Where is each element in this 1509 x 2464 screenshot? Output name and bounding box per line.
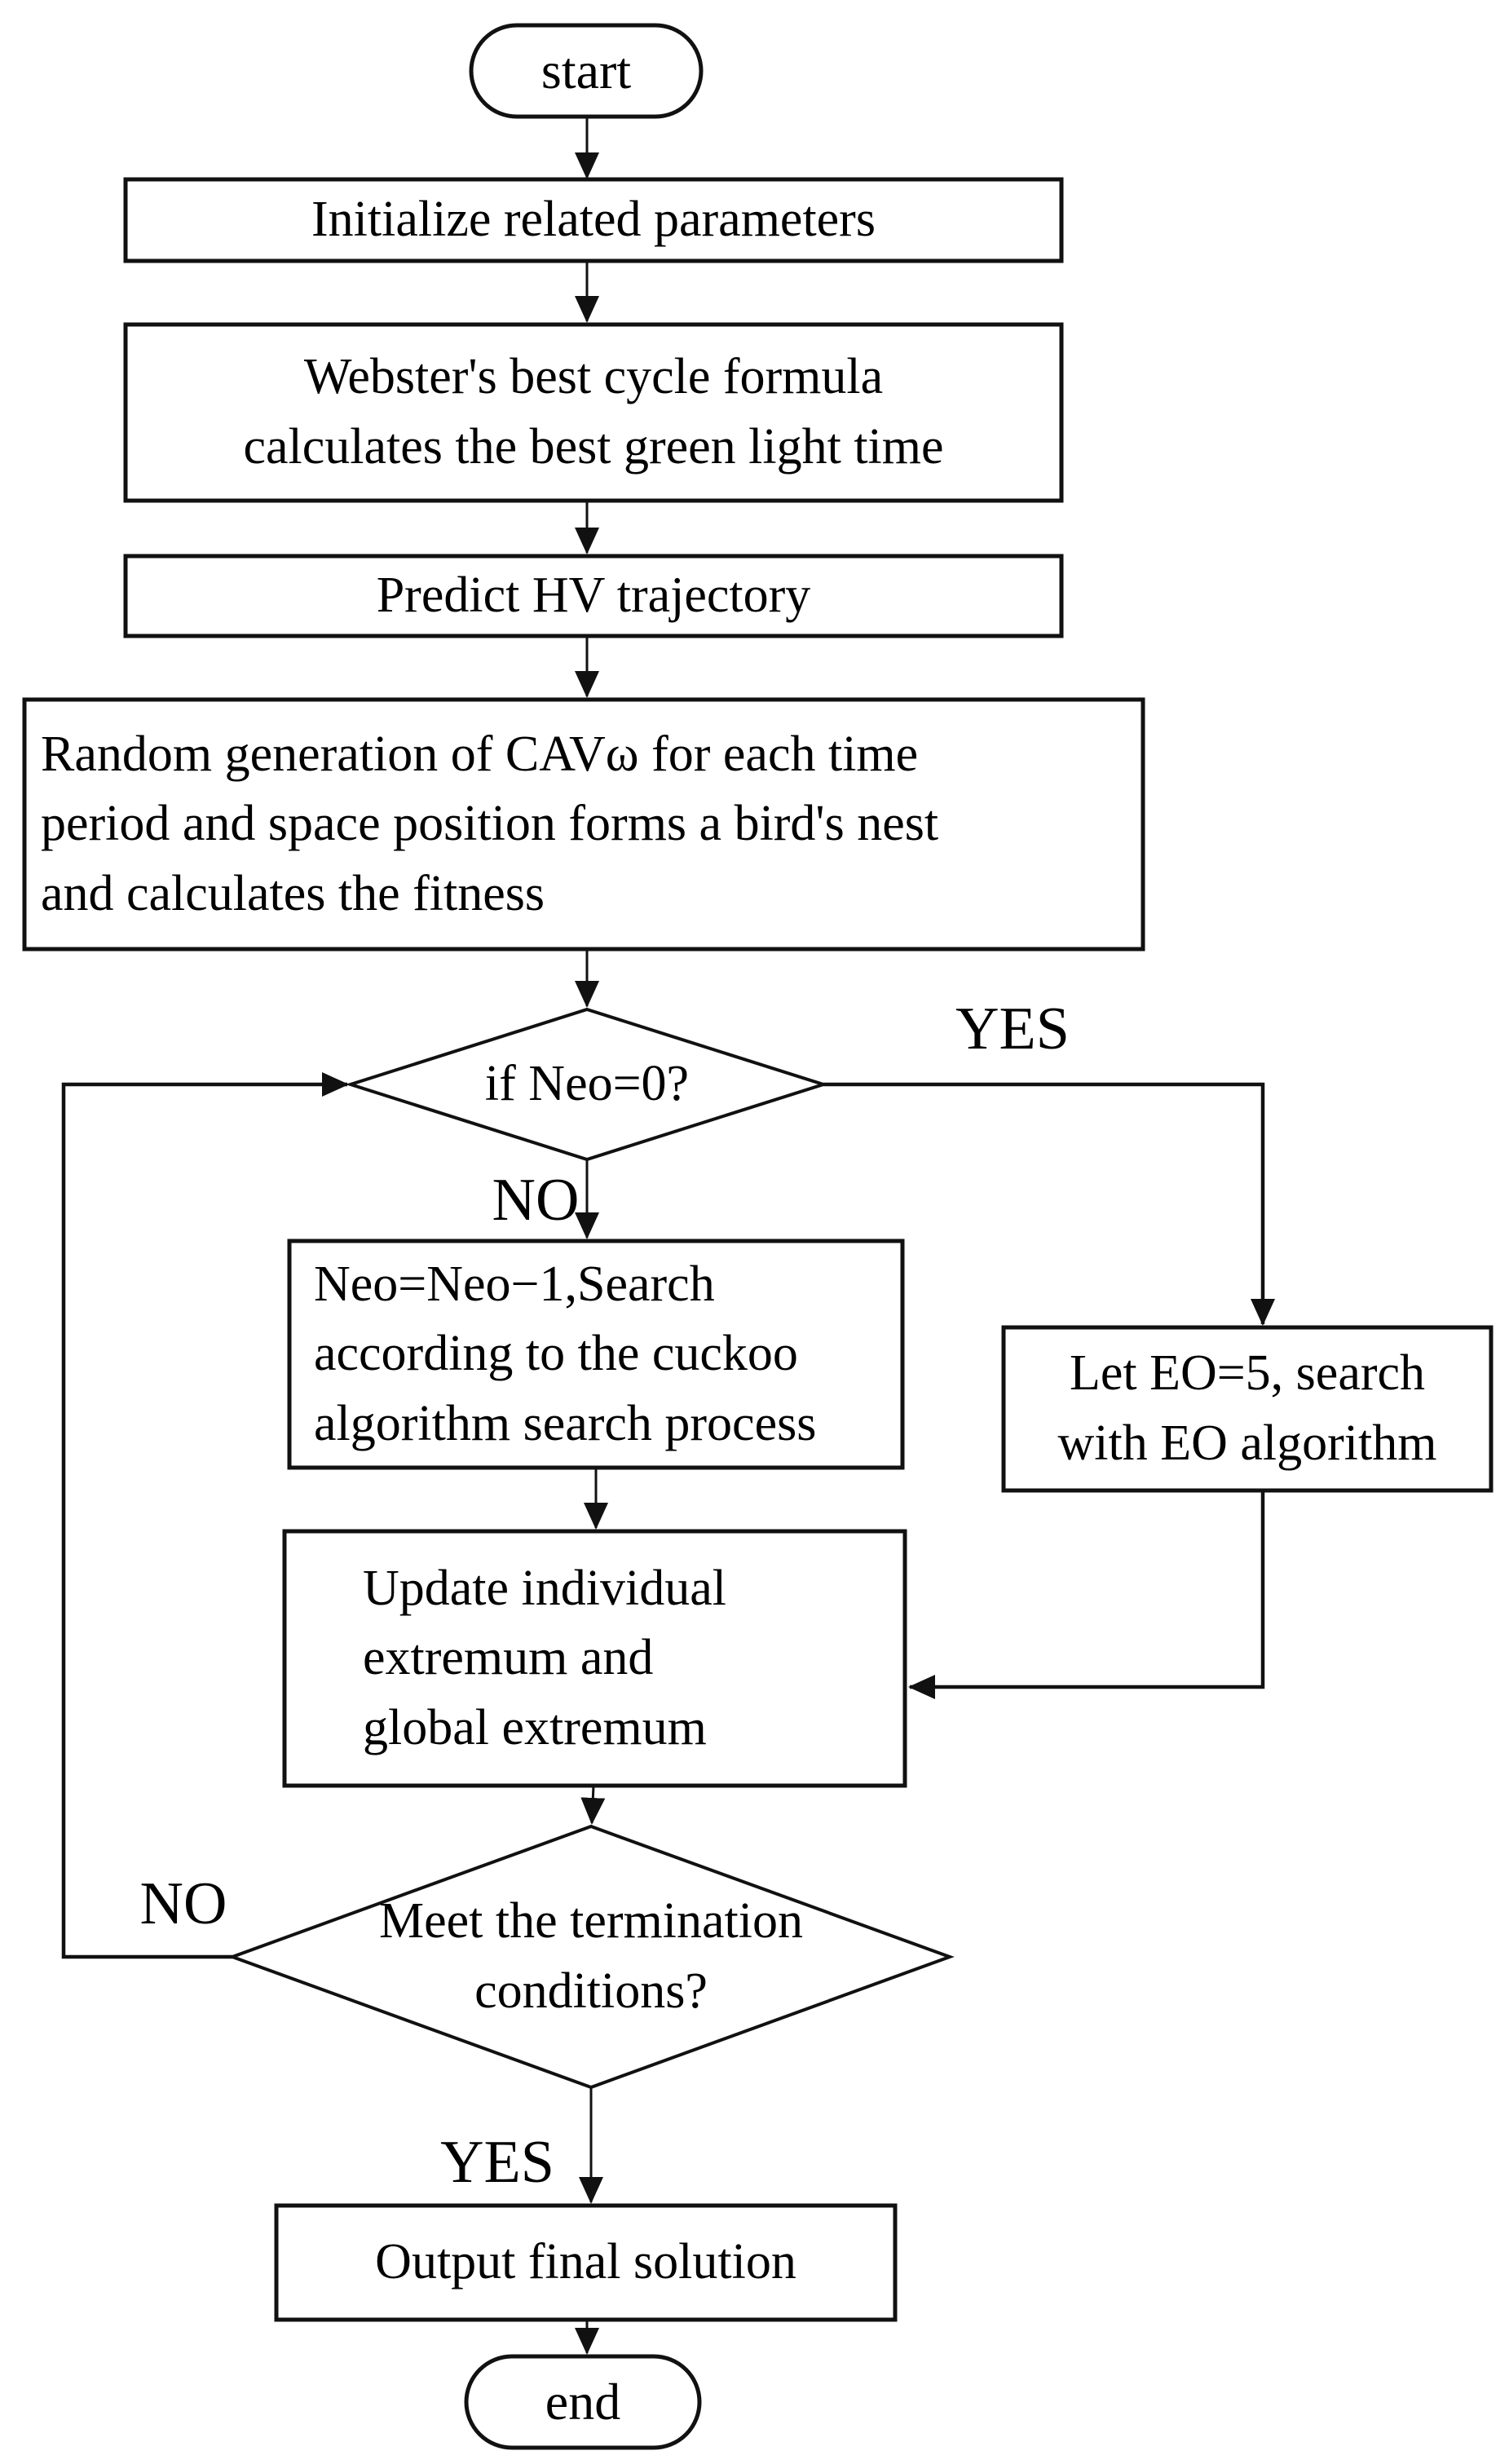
update-process-shape [282, 1529, 907, 1788]
predict-process-shape [123, 554, 1064, 638]
cuckoo-process-shape [287, 1239, 905, 1470]
start-terminator-shape [469, 23, 704, 119]
webster-process-shape [123, 322, 1064, 503]
termination-decision-diamond-shape [227, 1824, 955, 2090]
initialize-process-shape [123, 177, 1064, 263]
neo-decision-diamond-shape [345, 1007, 829, 1162]
edge-termination-no-loop [61, 1072, 349, 1959]
output-process-shape [274, 2203, 898, 2322]
end-terminator-shape [464, 2354, 702, 2450]
random-generation-process-shape [22, 697, 1145, 952]
edge-update-termination [580, 1785, 606, 1825]
edge-neo-yes-eo [823, 1082, 1275, 1326]
edge-eo-update [908, 1490, 1265, 1699]
eo-process-shape [1001, 1325, 1494, 1493]
